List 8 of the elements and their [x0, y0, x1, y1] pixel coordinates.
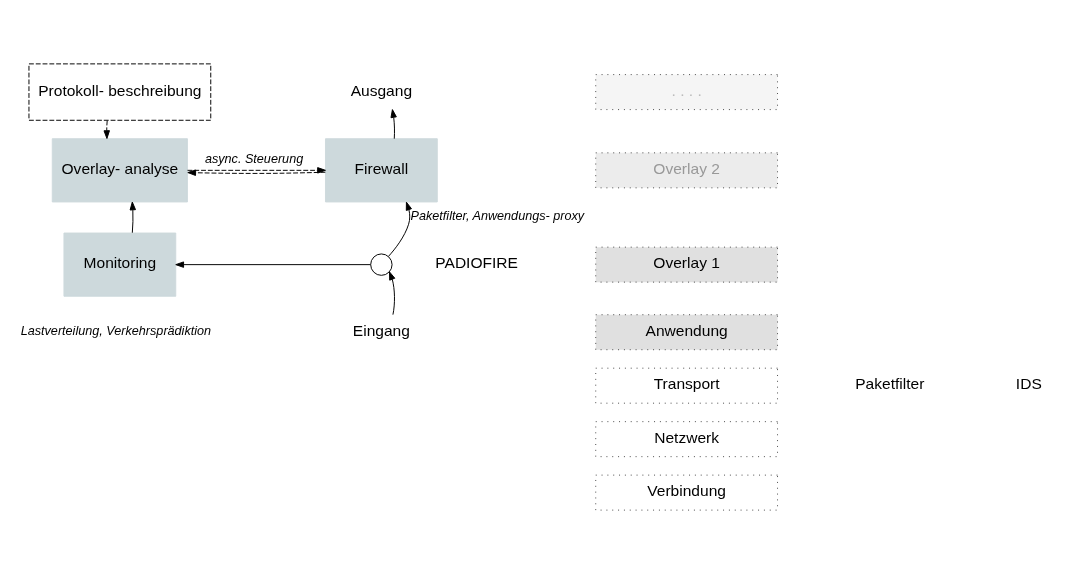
node-label: Lastverteilung, Verkehrsprädiktion: [20, 323, 212, 338]
node-text: Ausgang: [350, 81, 413, 99]
label: IDS: [1015, 375, 1042, 393]
node-text: Eingang: [352, 321, 410, 339]
edge-label: Paketfilter, Anwendungs- proxy: [410, 208, 585, 223]
edge-label: async. Steuerung: [204, 151, 304, 166]
label: PADIOFIRE: [435, 254, 518, 272]
label: Paketfilter: [855, 375, 925, 393]
